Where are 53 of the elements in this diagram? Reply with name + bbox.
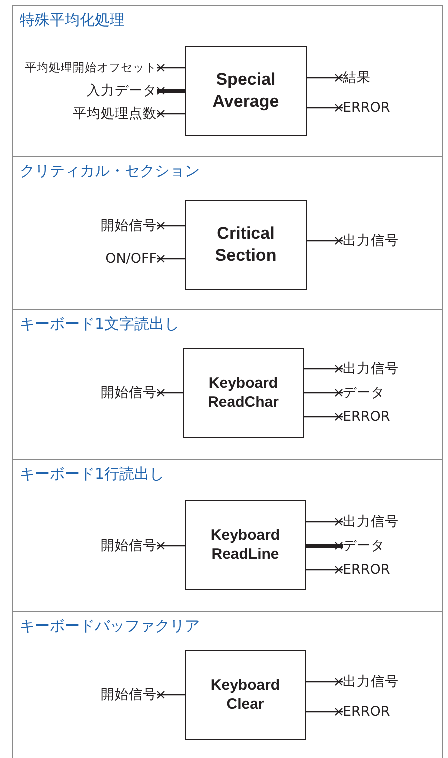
signal-label: 出力信号: [341, 232, 401, 250]
signal-line: [307, 104, 344, 112]
signal-label: ERROR: [341, 704, 392, 720]
signal-line: [156, 388, 183, 398]
signal-line: [306, 566, 344, 574]
signal-line: [156, 110, 185, 118]
signal-line: [156, 86, 185, 96]
signal-label: データ: [341, 537, 387, 555]
section-panel: [12, 612, 443, 758]
signal-label: 開始信号: [99, 384, 159, 402]
section-heading: クリティカル・セクション: [20, 162, 200, 181]
signal-line: [156, 222, 185, 230]
signal-label: ERROR: [341, 100, 392, 116]
signal-label: 出力信号: [341, 513, 401, 531]
function-block: Keyboard ReadLine: [185, 500, 306, 590]
section-panel: [12, 310, 443, 460]
signal-line: [304, 388, 344, 398]
section-heading: キーボード1行読出し: [20, 465, 165, 484]
signal-label: ERROR: [341, 409, 392, 425]
signal-label: 開始信号: [99, 686, 159, 704]
signal-label: 入力データ: [85, 82, 159, 100]
signal-line: [156, 690, 185, 700]
signal-label: 平均処理点数: [71, 105, 159, 123]
signal-line: [306, 542, 344, 550]
signal-label: 平均処理開始オフセット: [23, 60, 159, 76]
section-heading: キーボード1文字読出し: [20, 315, 180, 334]
section-heading: キーボードバッファクリア: [20, 617, 200, 636]
signal-label: 結果: [341, 69, 373, 87]
function-block: Critical Section: [185, 200, 307, 290]
signal-line: [307, 236, 344, 246]
signal-line: [304, 412, 344, 422]
section-panel: [12, 460, 443, 612]
signal-label: 開始信号: [99, 537, 159, 555]
signal-line: [156, 254, 185, 264]
signal-line: [156, 542, 185, 550]
signal-line: [306, 678, 344, 686]
section-panel: [12, 157, 443, 310]
signal-label: 出力信号: [341, 360, 401, 378]
function-block: Special Average: [185, 46, 307, 136]
function-block: Keyboard ReadChar: [183, 348, 304, 438]
signal-label: ERROR: [341, 562, 392, 578]
signal-label: 開始信号: [99, 217, 159, 235]
section-heading: 特殊平均化処理: [20, 11, 125, 30]
function-block: Keyboard Clear: [185, 650, 306, 740]
signal-label: ON/OFF: [104, 251, 159, 267]
signal-line: [306, 518, 344, 526]
section-panel: [12, 5, 443, 157]
signal-line: [304, 364, 344, 374]
signal-label: データ: [341, 384, 387, 402]
signal-label: 出力信号: [341, 673, 401, 691]
signal-line: [156, 64, 185, 72]
signal-line: [307, 74, 344, 82]
signal-line: [306, 708, 344, 716]
